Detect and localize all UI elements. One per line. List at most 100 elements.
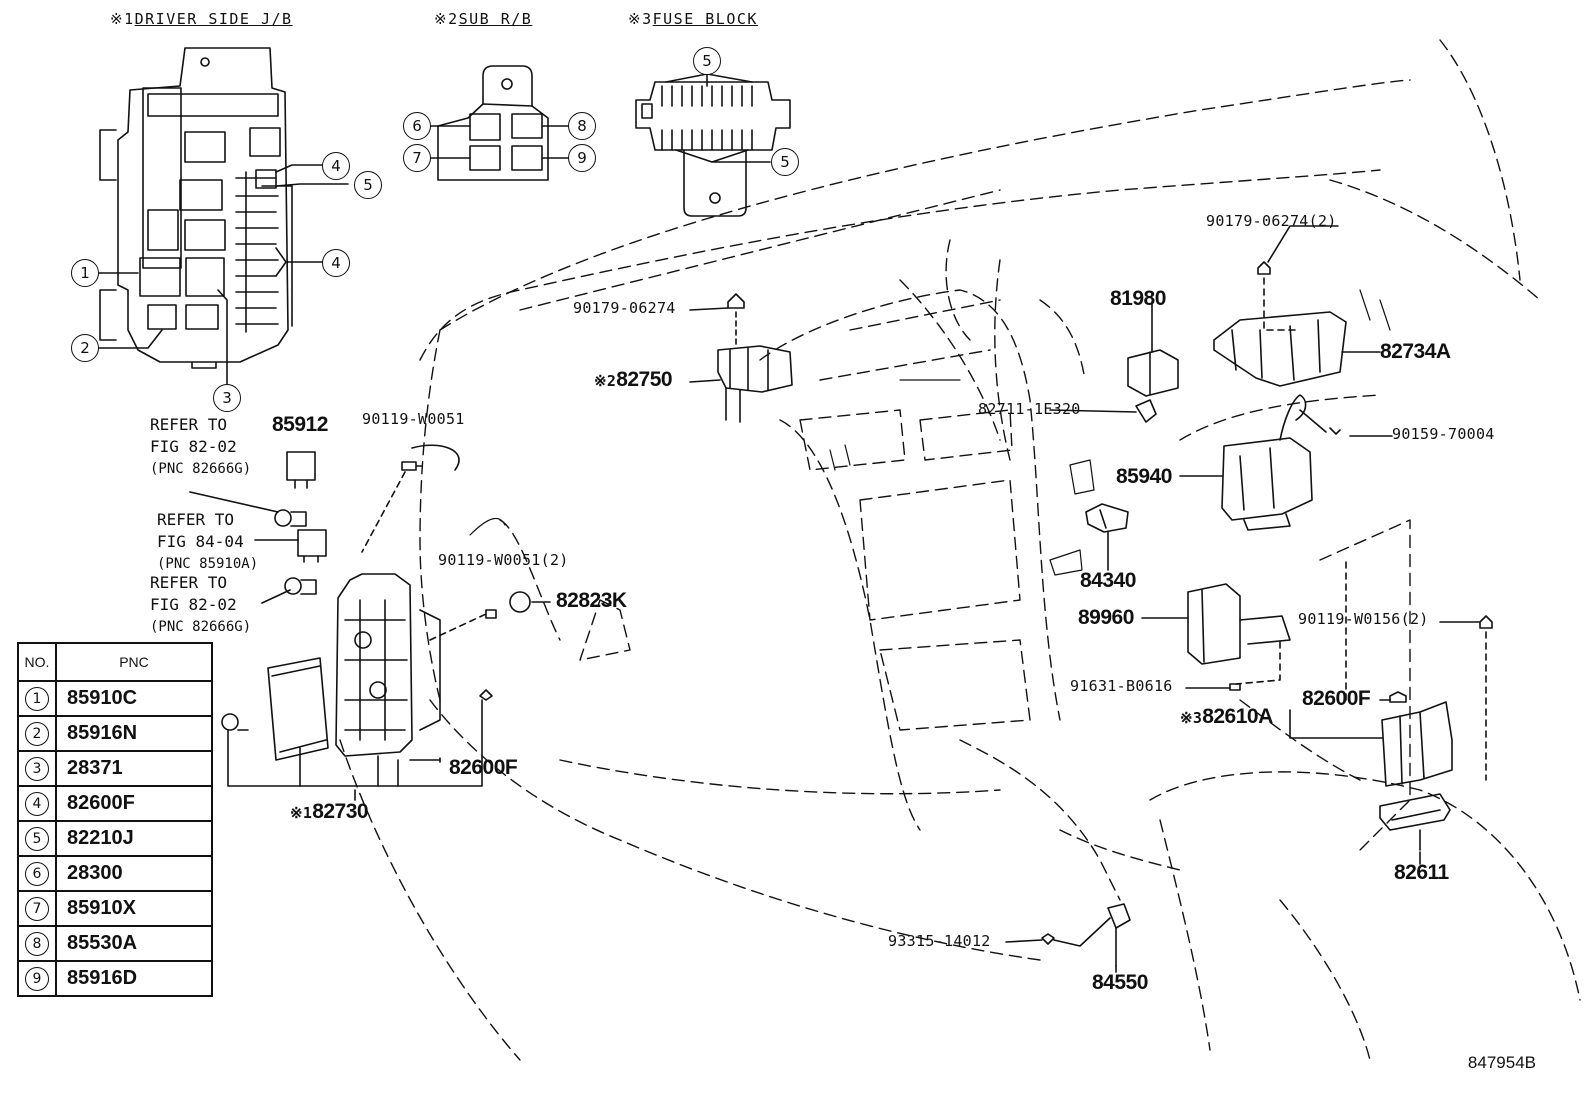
refer-line: FIG 82-02 <box>150 595 237 614</box>
part-label-81980: 81980 <box>1110 287 1166 310</box>
refer-pnc: (PNC 82666G) <box>150 619 252 635</box>
part-label-90179-06274-2: 90179-06274(2) <box>1206 212 1337 230</box>
part-label-82730: ※182730 <box>290 800 369 823</box>
header-title: FUSE BLOCK <box>652 10 758 28</box>
part-label-82734a: 82734A <box>1380 340 1451 363</box>
dashboard-outline <box>339 39 1581 1061</box>
refer-line: REFER TO <box>150 573 228 592</box>
part-label-84340: 84340 <box>1080 569 1136 592</box>
callout-6: 6 <box>403 112 431 140</box>
part-label-90119-w0156-2: 90119-W0156(2) <box>1298 610 1429 628</box>
part-mark: ※1 <box>290 804 313 822</box>
header-title: SUB R/B <box>458 10 533 28</box>
row-number: 9 <box>25 966 49 991</box>
refer-line: FIG 82-02 <box>150 437 237 456</box>
table-row: 4 82600F <box>17 785 213 822</box>
part-label-82600f-right: 82600F <box>1302 687 1371 710</box>
row-number: 6 <box>25 861 49 886</box>
part-label-91631-b0616: 91631-B0616 <box>1070 677 1173 695</box>
part-label-82711-1e320: 82711-1E320 <box>978 400 1081 418</box>
table-row: 8 85530A <box>17 925 213 962</box>
table-row: 6 28300 <box>17 855 213 892</box>
table-row: 9 85916D <box>17 960 213 997</box>
row-pnc: 82210J <box>55 820 213 857</box>
refer-note: REFER TO FIG 84-04 (PNC 85910A) <box>157 509 258 575</box>
dashboard-details <box>469 289 1391 576</box>
row-pnc: 28300 <box>55 855 213 892</box>
header-sub-rb: ※2SUB R/B <box>434 12 532 27</box>
part-label-82611: 82611 <box>1394 861 1449 884</box>
row-number: 2 <box>25 721 49 746</box>
part-mark: ※3 <box>1180 709 1203 727</box>
refer-line: REFER TO <box>157 510 235 529</box>
header-driver-side-jb: ※1DRIVER SIDE J/B <box>110 12 293 27</box>
callout-3: 3 <box>213 384 241 412</box>
part-label-82610a: ※382610A <box>1180 706 1273 727</box>
part-mark: ※2 <box>594 372 617 390</box>
pnc-table: NO. PNC 1 85910C 2 85916N 3 28371 4 8260… <box>17 642 213 997</box>
row-number: 3 <box>25 756 49 781</box>
row-pnc: 85916D <box>55 960 213 997</box>
part-label-84550: 84550 <box>1092 971 1148 994</box>
row-pnc: 85910C <box>55 680 213 717</box>
header-pnc: PNC <box>55 642 213 682</box>
table-row: 5 82210J <box>17 820 213 857</box>
part-label-85912: 85912 <box>272 413 328 436</box>
driver-side-jb-drawing <box>96 47 349 386</box>
callout-9: 9 <box>568 144 596 172</box>
header-mark: ※3 <box>628 10 653 28</box>
row-number: 4 <box>25 791 49 816</box>
pnc-table-header: NO. PNC <box>17 642 213 682</box>
callout-5: 5 <box>771 148 799 176</box>
part-number: 82730 <box>312 800 369 823</box>
row-pnc: 85910X <box>55 890 213 927</box>
row-number: 5 <box>25 826 49 851</box>
callout-4: 4 <box>322 249 350 277</box>
part-label-90119-w0051-2: 90119-W0051(2) <box>438 551 569 569</box>
part-label-82750: ※282750 <box>594 368 673 391</box>
row-pnc: 85916N <box>55 715 213 752</box>
diagram-code: 847954B <box>1467 1053 1536 1072</box>
callout-4: 4 <box>322 152 350 180</box>
part-shapes <box>189 225 1493 973</box>
part-label-93315-14012: 93315-14012 <box>888 932 991 950</box>
fuse-block-drawing <box>635 73 791 217</box>
part-label-85940: 85940 <box>1116 465 1172 488</box>
refer-pnc: (PNC 85910A) <box>157 556 259 572</box>
row-pnc: 82600F <box>55 785 213 822</box>
table-row: 2 85916N <box>17 715 213 752</box>
sub-rb-drawing <box>429 65 571 181</box>
row-pnc: 85530A <box>55 925 213 962</box>
row-number: 8 <box>25 931 49 956</box>
header-fuse-block: ※3FUSE BLOCK <box>628 12 758 27</box>
header-mark: ※1 <box>110 10 135 28</box>
part-label-90179-06274: 90179-06274 <box>573 299 676 317</box>
part-label-82823k: 82823K <box>556 589 627 612</box>
refer-line: FIG 84-04 <box>157 532 244 551</box>
table-row: 7 85910X <box>17 890 213 927</box>
row-number: 1 <box>25 686 49 711</box>
refer-pnc: (PNC 82666G) <box>150 461 252 477</box>
callout-7: 7 <box>403 144 431 172</box>
part-label-90119-w0051: 90119-W0051 <box>362 410 465 428</box>
part-number: 82610A <box>1202 705 1273 728</box>
row-number: 7 <box>25 896 49 921</box>
table-row: 1 85910C <box>17 680 213 717</box>
refer-note: REFER TO FIG 82-02 (PNC 82666G) <box>150 572 251 638</box>
table-row: 3 28371 <box>17 750 213 787</box>
part-label-90159-70004: 90159-70004 <box>1392 425 1495 443</box>
part-label-82600f: 82600F <box>449 756 518 779</box>
callout-5: 5 <box>693 47 721 75</box>
header-title: DRIVER SIDE J/B <box>134 10 293 28</box>
callout-1: 1 <box>71 259 99 287</box>
callout-2: 2 <box>71 334 99 362</box>
callout-5: 5 <box>354 171 382 199</box>
header-mark: ※2 <box>434 10 459 28</box>
row-pnc: 28371 <box>55 750 213 787</box>
refer-line: REFER TO <box>150 415 228 434</box>
callout-8: 8 <box>568 112 596 140</box>
part-label-89960: 89960 <box>1078 606 1134 629</box>
refer-note: REFER TO FIG 82-02 (PNC 82666G) <box>150 414 251 480</box>
part-number: 82750 <box>616 368 673 391</box>
